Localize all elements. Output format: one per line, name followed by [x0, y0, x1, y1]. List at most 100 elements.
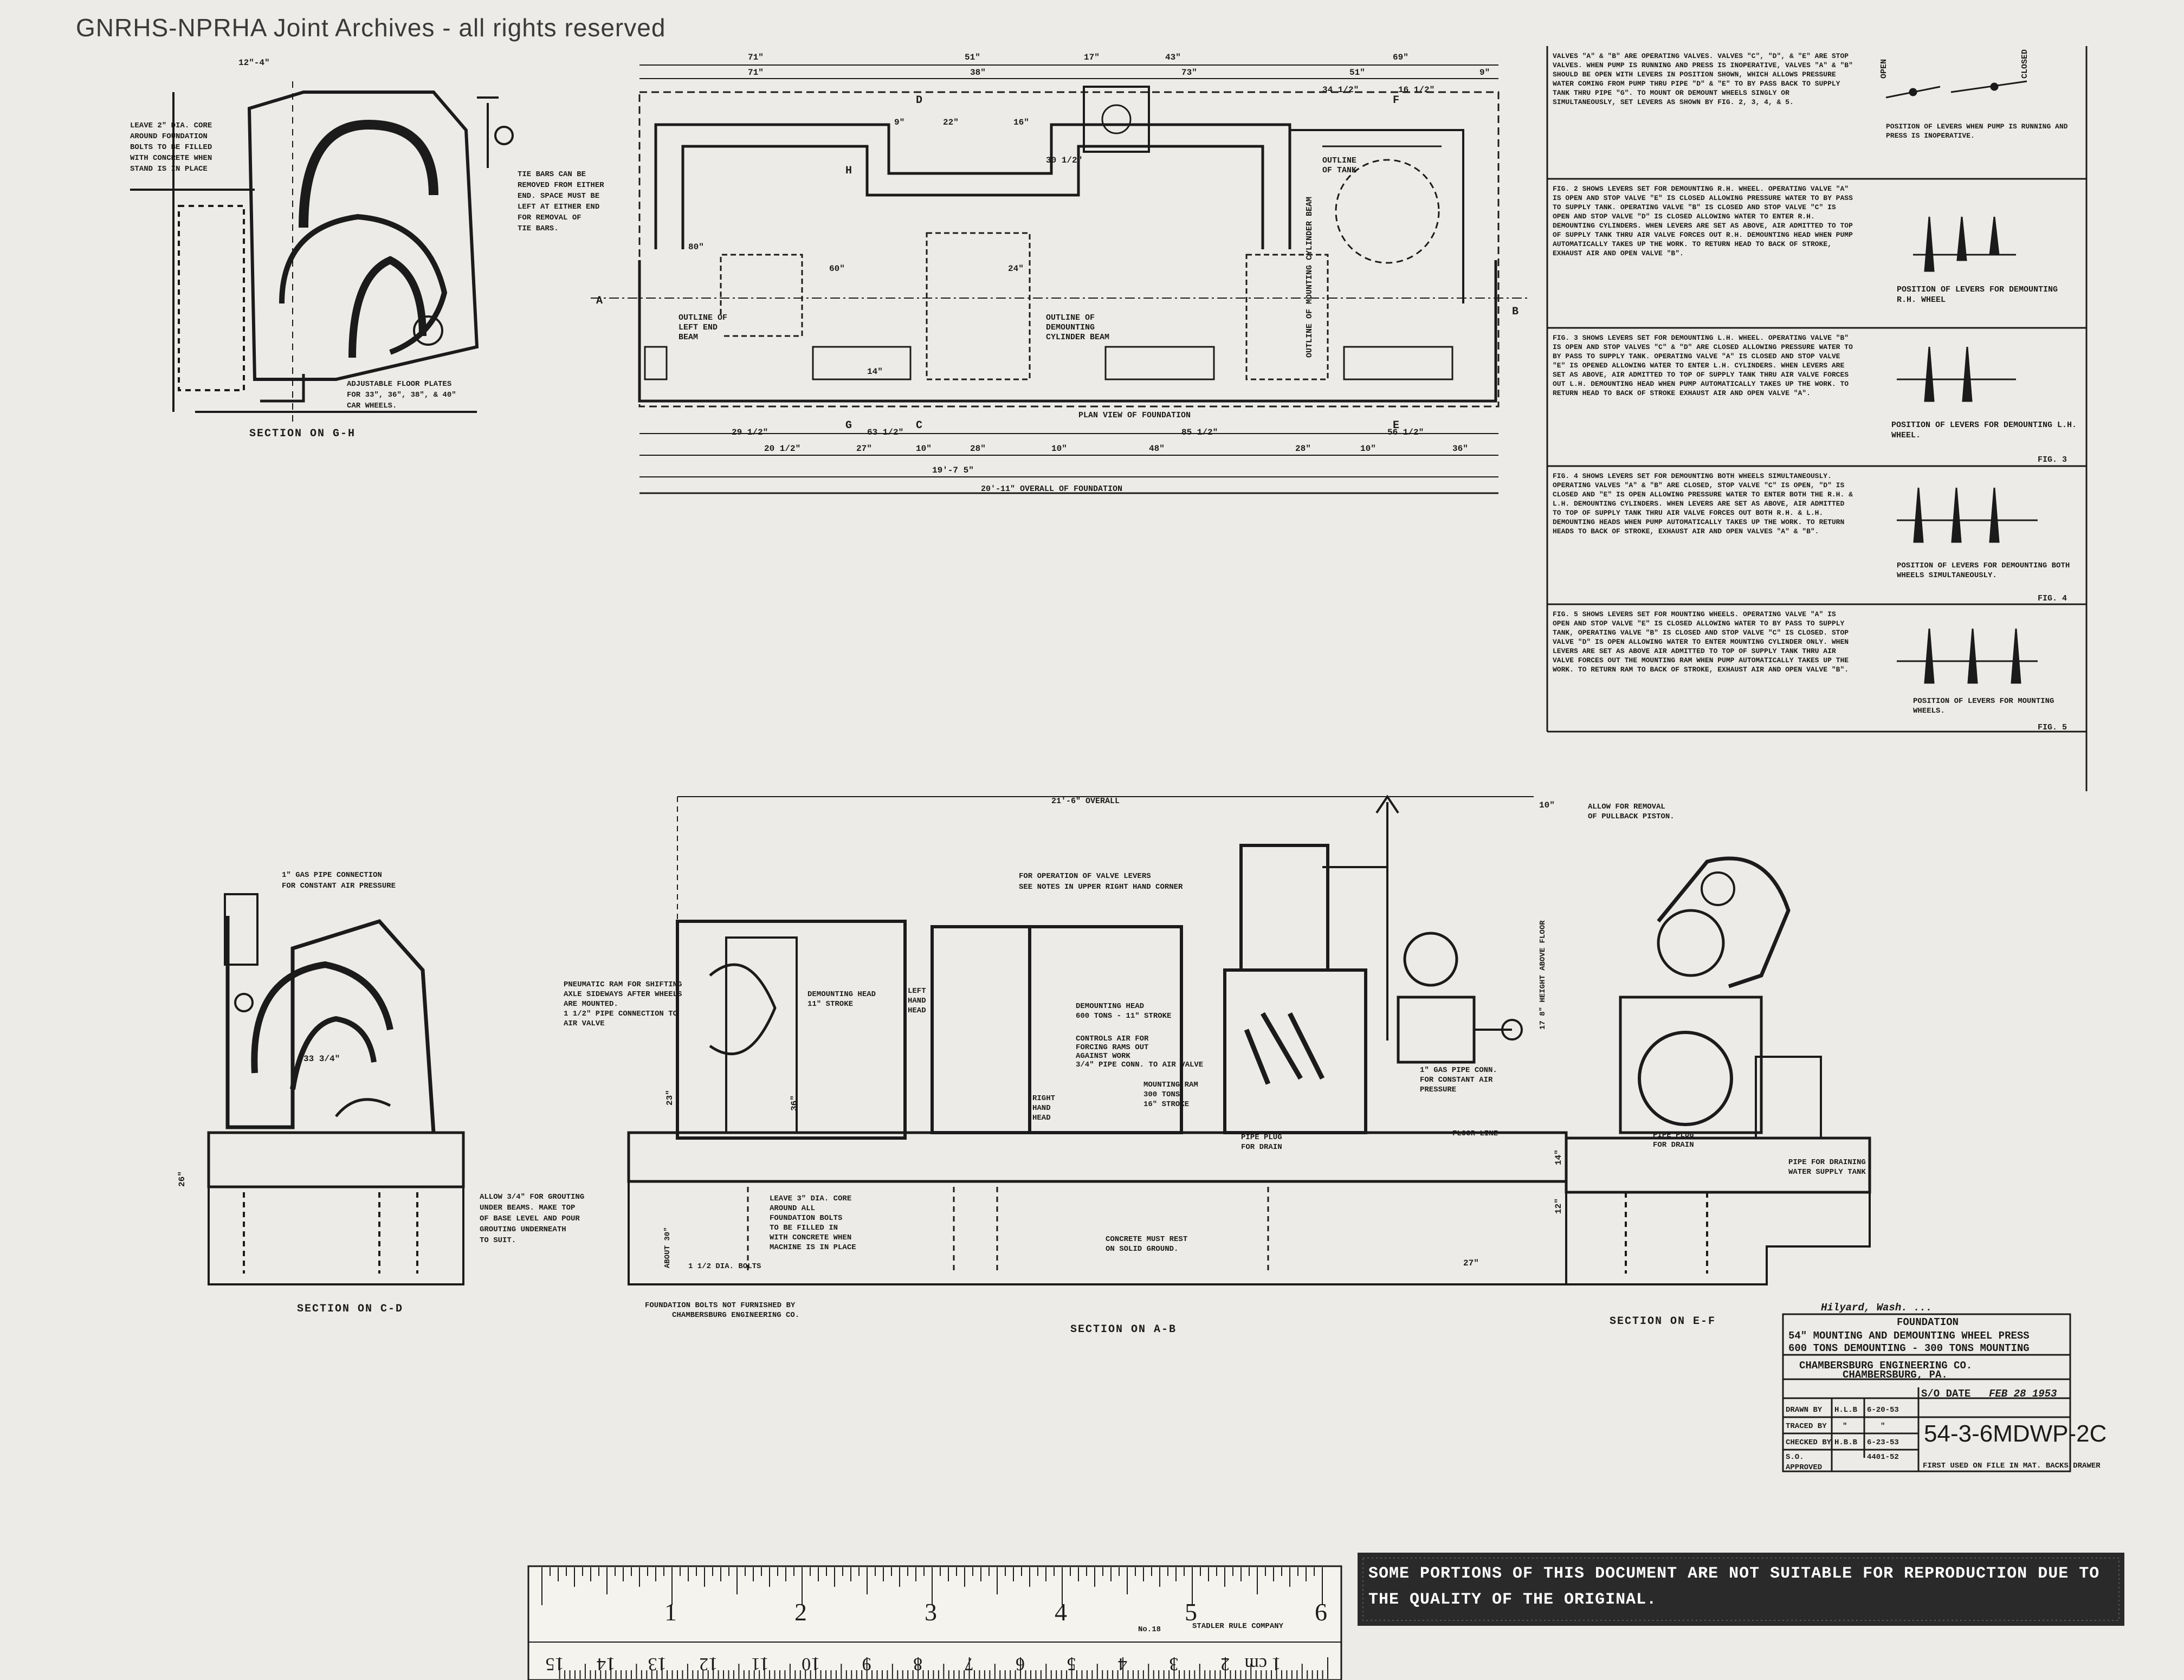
section-gh-title: SECTION ON G-H — [249, 428, 356, 440]
drawing-number: 54-3-6MDWP-2C — [1924, 1420, 2107, 1447]
tb-drawn-date: 6-20-53 — [1867, 1406, 1899, 1414]
valve-note-4: FIG. 4 SHOWS LEVERS SET FOR DEMOUNTING B… — [1553, 472, 1853, 535]
plan-dim-b2-8: 36" — [1452, 444, 1468, 454]
section-cd — [207, 893, 465, 1285]
ab-note-floor-line: FLOOR LINE — [1452, 1129, 1498, 1138]
tb-city: CHAMBERSBURG, PA. — [1843, 1369, 1948, 1381]
plan-dim-r2-0: 71" — [748, 68, 764, 77]
ruler-cm-label: 9 — [862, 1654, 871, 1674]
plan-dim-inner-0: 9" — [894, 118, 904, 127]
fig-4-label: FIG. 4 — [2038, 594, 2067, 603]
ruler-cm-label: 8 — [913, 1654, 922, 1674]
plan-dim-inner-2: 16" — [1013, 118, 1029, 127]
ab-dim-5: 10" — [1539, 800, 1555, 810]
plan-dim-inner-5: 30 1/2" — [1046, 156, 1082, 165]
ab-dim-1: 36" — [790, 1095, 799, 1111]
valve-notes-panel — [1546, 46, 2088, 791]
ruler-cm-label: 10 — [802, 1654, 820, 1674]
valve-note-1: VALVES "A" & "B" ARE OPERATING VALVES. V… — [1553, 52, 1853, 106]
tb-date-label: S/O DATE — [1921, 1388, 1970, 1400]
lever-caption-3: POSITION OF LEVERS FOR DEMOUNTING L.H. W… — [1891, 421, 2077, 440]
marker-c: C — [916, 419, 923, 432]
tb-drawn-label: DRAWN BY — [1786, 1406, 1823, 1414]
plan-view-title: PLAN VIEW OF FOUNDATION — [1078, 411, 1191, 420]
tb-drawn-by: H.L.B — [1834, 1406, 1858, 1414]
lever-open-label: OPEN — [1879, 59, 1889, 79]
ab-note-bolts: 1 1/2 DIA. BOLTS — [688, 1262, 761, 1271]
plan-dim-b2-4: 10" — [1051, 444, 1067, 454]
marker-a: A — [596, 295, 604, 307]
tb-checked-by: H.B.B — [1834, 1438, 1858, 1447]
section-gh — [130, 81, 514, 423]
plan-dim-inner-4: 16 1/2" — [1398, 85, 1435, 95]
tb-line2: 600 TONS DEMOUNTING - 300 TONS MOUNTING — [1788, 1342, 2030, 1354]
plan-dim-top-3: 43" — [1165, 53, 1181, 62]
plan-dim-inner-9: 14" — [867, 367, 883, 377]
lever-caption-5: POSITION OF LEVERS FOR MOUNTING WHEELS. — [1913, 697, 2054, 715]
plan-dim-top-2: 17" — [1084, 53, 1100, 62]
fig-5-label: FIG. 5 — [2038, 723, 2067, 732]
section-cd-title: SECTION ON C-D — [297, 1303, 403, 1315]
plan-dim-inner-3: 34 1/2" — [1322, 85, 1359, 95]
lever-caption-2: POSITION OF LEVERS FOR DEMOUNTING R.H. W… — [1897, 285, 2058, 305]
ab-note-about: ABOUT 30" — [663, 1227, 672, 1268]
section-ef-title: SECTION ON E-F — [1610, 1315, 1716, 1328]
lever-caption-4: POSITION OF LEVERS FOR DEMOUNTING BOTH W… — [1897, 561, 2070, 580]
label-mounting-cyl-beam: OUTLINE OF MOUNTING CYLINDER BEAM — [1305, 197, 1314, 358]
plan-dim-bot-3: 56 1/2" — [1387, 428, 1424, 437]
plan-dim-b2-0: 20 1/2" — [764, 444, 800, 454]
ab-dim-3: 12" — [1554, 1198, 1563, 1214]
plan-dim-inner-8: 24" — [1008, 264, 1024, 274]
ruler-model: No.18 — [1138, 1625, 1161, 1634]
tb-heading: FOUNDATION — [1897, 1316, 1959, 1328]
plan-dim-bot-0: 29 1/2" — [732, 428, 768, 437]
tb-traced-date: " — [1881, 1422, 1885, 1431]
ruler-inch-label: 2 — [794, 1598, 807, 1626]
ruler-cm-label: 1 cm — [1244, 1654, 1281, 1674]
ab-overall-dim: 21'-6" OVERALL — [1051, 797, 1120, 806]
tb-company: CHAMBERSBURG ENGINEERING CO. — [1799, 1360, 1972, 1372]
lever-fig-2 — [1913, 216, 2016, 272]
ruler-inch-label: 3 — [925, 1598, 937, 1626]
ruler-cm-label: 15 — [546, 1654, 564, 1674]
tb-date-value: FEB 28 1953 — [1989, 1388, 2057, 1400]
ruler-cm-label: 12 — [699, 1654, 718, 1674]
ab-note-height: 17 8" HEIGHT ABOVE FLOOR — [1539, 920, 1547, 1030]
ruler-inch-label: 1 — [664, 1598, 677, 1626]
lever-fig-4 — [1897, 487, 2038, 543]
fig-3-label: FIG. 3 — [2038, 455, 2067, 464]
plan-dim-r2-2: 73" — [1181, 68, 1197, 77]
plan-dim-bot-1: 63 1/2" — [867, 428, 903, 437]
tb-so-label: S.O. — [1786, 1453, 1804, 1462]
cd-dim-0: 33 3/4" — [303, 1054, 340, 1064]
section-ab — [627, 794, 1568, 1285]
ruler-cm-label: 13 — [648, 1654, 667, 1674]
ruler-cm-label: 4 — [1118, 1654, 1127, 1674]
plan-dim-bot-2: 85 1/2" — [1181, 428, 1218, 437]
marker-e: E — [1393, 419, 1400, 432]
ruler-inch-label: 6 — [1315, 1598, 1327, 1626]
lever-fig-5 — [1897, 628, 2038, 684]
tb-first-used: FIRST USED ON FILE IN MAT. BACKS DRAWER — [1923, 1462, 2101, 1470]
ab-dim-0: 23" — [665, 1090, 675, 1106]
plan-dim-b2-7: 10" — [1360, 444, 1376, 454]
ab-dim-4: 27" — [1463, 1258, 1479, 1268]
tb-traced-label: TRACED BY — [1786, 1422, 1827, 1431]
